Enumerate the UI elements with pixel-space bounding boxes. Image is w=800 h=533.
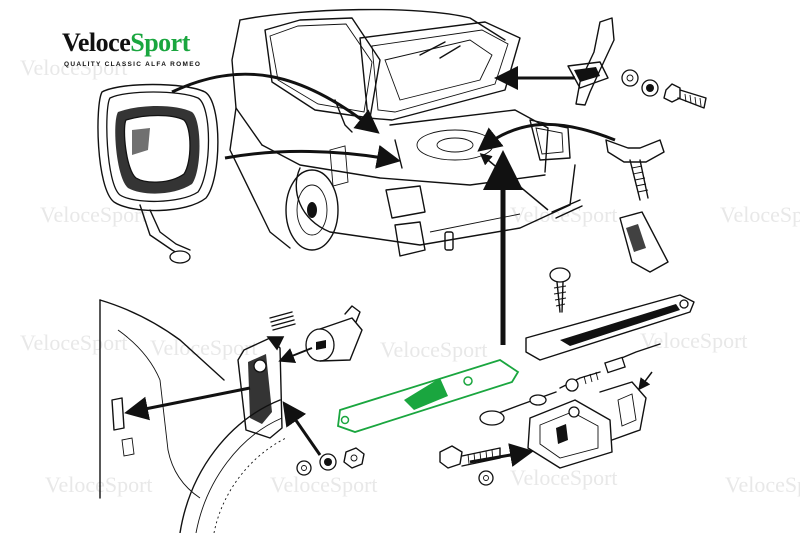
lock-mechanism-illustration [439,343,661,486]
velocesport-logo: VeloceSport QUALITY CLASSIC ALFA ROMEO [62,28,242,74]
svg-text:VeloceSport: VeloceSport [640,328,748,353]
svg-text:VeloceSport: VeloceSport [40,202,148,227]
watermark-layer: VeloceSport VeloceSport VeloceSport Velo… [20,55,800,497]
svg-text:VeloceSport: VeloceSport [510,465,618,490]
logo-brand-main: Veloce [62,28,131,57]
svg-text:VeloceSport: VeloceSport [20,330,128,355]
logo-tagline: QUALITY CLASSIC ALFA ROMEO [64,61,202,68]
boot-lock-barrel-illustration [99,299,365,533]
logo-brand-accent: Sport [130,28,190,57]
boot-lid-lock-plate-highlight[interactable] [337,359,520,433]
pointer-arrows [124,66,653,467]
svg-text:VeloceSport: VeloceSport [270,472,378,497]
svg-text:VeloceSport: VeloceSport [45,472,153,497]
svg-text:VeloceSport: VeloceSport [380,337,488,362]
svg-text:VeloceSport: VeloceSport [20,55,128,80]
svg-text:VeloceSport: VeloceSport [725,472,800,497]
mirror-illustration [97,83,219,264]
svg-text:VeloceSport: VeloceSport [150,335,258,360]
wing-nut-illustration [549,139,669,313]
logo-wordmark: VeloceSport [62,28,190,58]
svg-text:VeloceSport: VeloceSport [720,202,800,227]
hinge-bracket-illustration [567,17,707,109]
release-lever-illustration [525,294,695,361]
